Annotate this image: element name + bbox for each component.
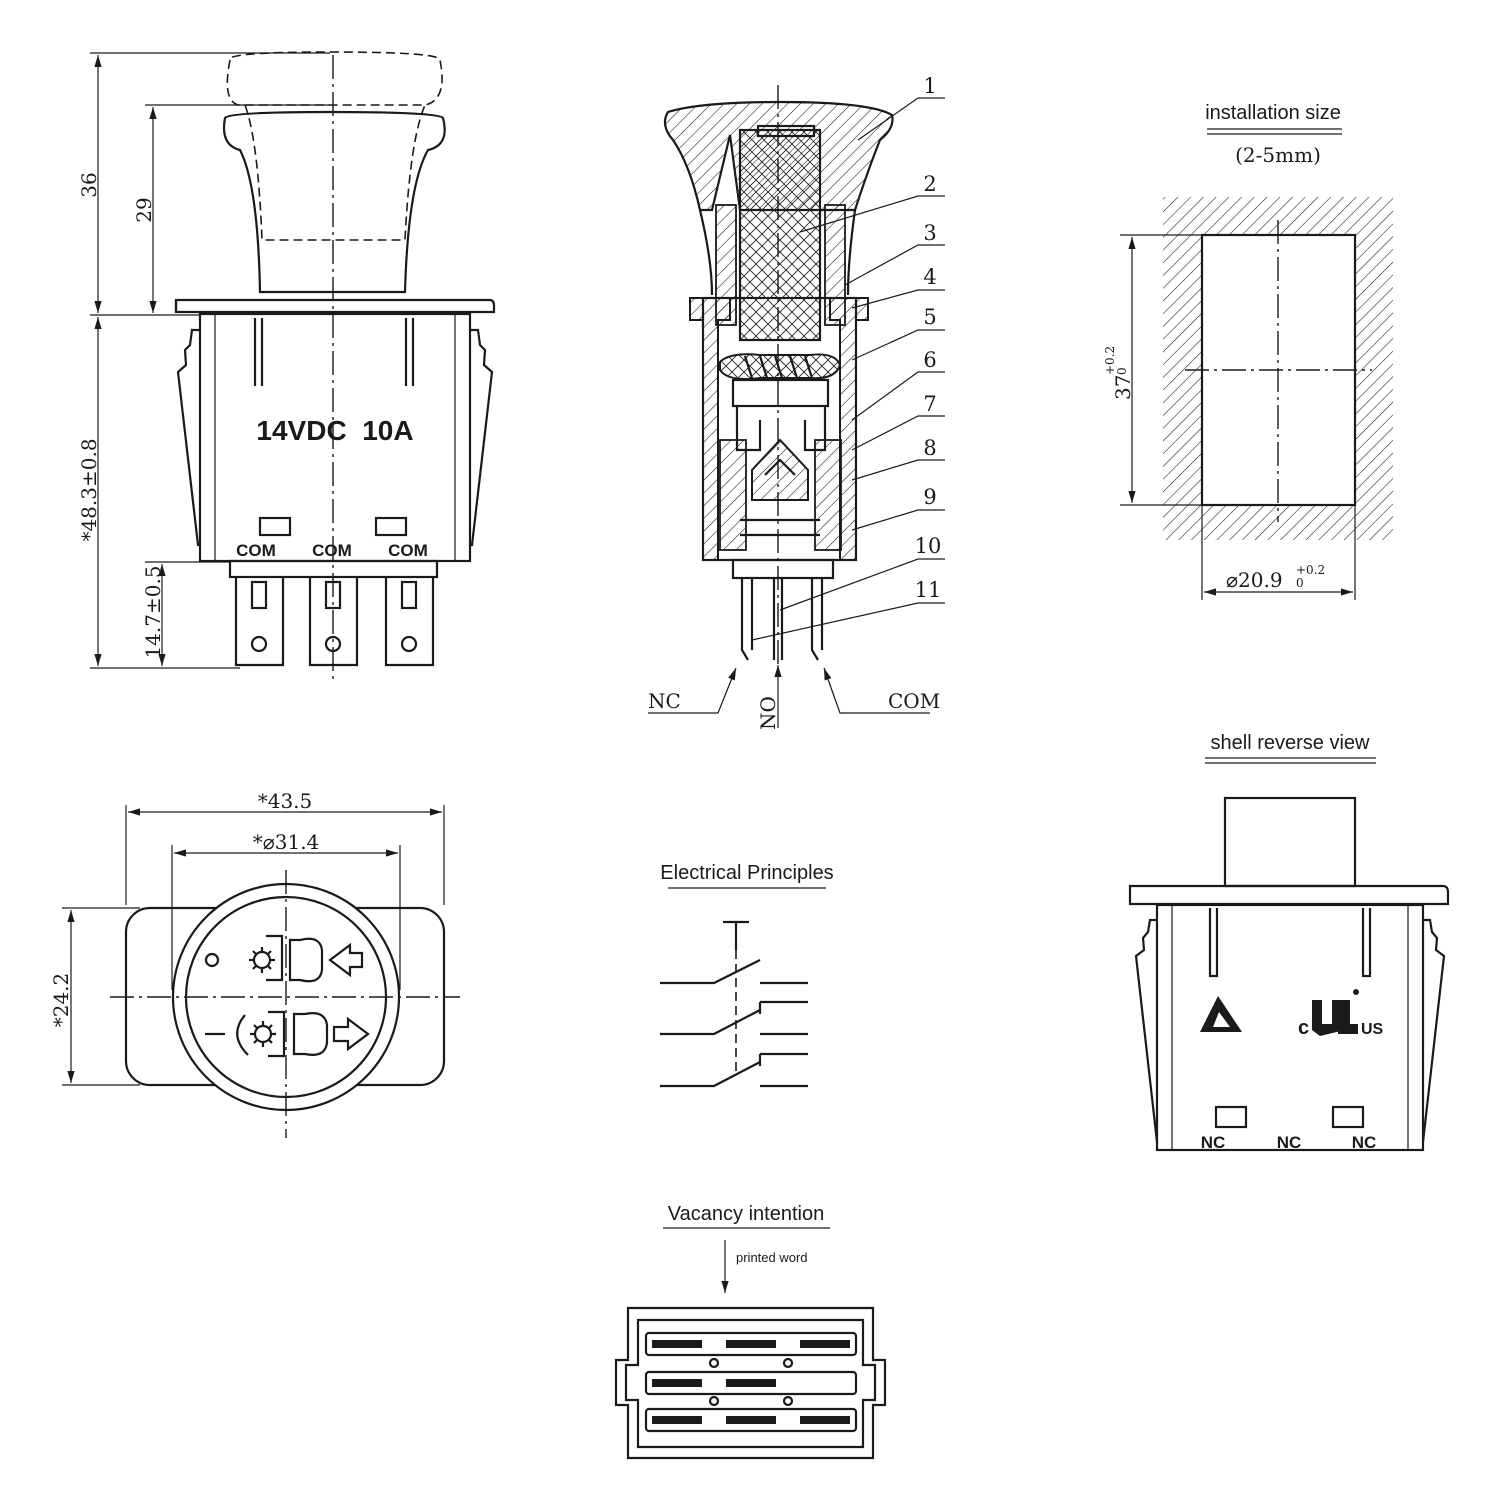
part-number-3: 3 [923, 221, 936, 245]
part-number-11: 11 [915, 578, 942, 602]
gear-icon [250, 1021, 276, 1047]
vacancy-intention: Vacancy intention printed word [614, 1203, 887, 1460]
electrical-title: Electrical Principles [660, 862, 833, 884]
terminal-slots [652, 1340, 850, 1424]
warning-triangle-logo [1200, 996, 1242, 1032]
shell-terminal-label-nc-1: NC [1201, 1133, 1226, 1152]
svg-text:US: US [1361, 1021, 1384, 1038]
shell-reverse-title: shell reverse view [1211, 732, 1371, 754]
dim-total-height: 36 [77, 172, 101, 197]
install-width-dim: ⌀20.9 [1226, 568, 1283, 592]
dim-height: *24.2 [49, 973, 73, 1028]
front-view: 36 29 *48.3±0.8 14.7±0.5 14VDC 10A COM C… [77, 51, 496, 680]
svg-text:c: c [1298, 1017, 1309, 1039]
dim-width: *43.5 [258, 789, 313, 813]
dim-terminal-height: 14.7±0.5 [141, 565, 165, 658]
install-height-tol-lower: 0 [1115, 367, 1129, 375]
rotate-icon [236, 1014, 249, 1056]
part-leaders [751, 97, 945, 641]
part-number-2: 2 [923, 172, 936, 196]
stem [738, 128, 822, 342]
section-view: 1 2 3 4 5 6 7 8 9 10 11 NC NO COM [648, 74, 945, 730]
pin-label-nc: NC [648, 689, 681, 713]
installation-title: installation size [1205, 102, 1341, 124]
arrow-left-icon [328, 942, 364, 978]
terminal-label-com-1: COM [236, 541, 276, 560]
ul-certification-logo: c US [1298, 989, 1384, 1039]
terminals [234, 577, 435, 667]
vacancy-note: printed word [736, 1250, 808, 1265]
top-view: *43.5 *⌀31.4 *24.2 [49, 789, 460, 1138]
part-number-4: 4 [923, 265, 936, 289]
shell-terminal-label-nc-3: NC [1352, 1133, 1377, 1152]
part-number-10: 10 [915, 534, 942, 558]
vacancy-title: Vacancy intention [668, 1203, 824, 1225]
part-number-5: 5 [923, 305, 936, 329]
terminal-label-com-2: COM [312, 541, 352, 560]
pin-label-no: NO [756, 696, 780, 730]
terminal-label-com-3: COM [388, 541, 428, 560]
dim-diameter: *⌀31.4 [253, 830, 320, 854]
arrow-right-icon [332, 1016, 370, 1052]
electrical-principles: Electrical Principles [660, 862, 834, 1088]
installation-thickness: (2-5mm) [1235, 143, 1321, 167]
rating-label: 14VDC 10A [256, 415, 413, 446]
part-number-7: 7 [923, 392, 936, 416]
shell-reverse-view: shell reverse view c US NC NC NC [1128, 732, 1450, 1152]
part-number-9: 9 [923, 485, 936, 509]
part-number-6: 6 [923, 348, 936, 372]
install-width-tol-upper: +0.2 [1296, 563, 1325, 577]
part-number-8: 8 [923, 436, 936, 460]
install-height-tol-upper: +0.2 [1103, 346, 1117, 375]
part-number-1: 1 [923, 74, 936, 98]
installation-size: installation size (2-5mm) 37 +0.2 0 ⌀20.… [1103, 102, 1393, 600]
pin-label-com: COM [888, 689, 940, 713]
shell-terminal-label-nc-2: NC [1277, 1133, 1302, 1152]
dim-button-height: 29 [132, 197, 156, 222]
install-width-tol-lower: 0 [1296, 576, 1304, 590]
install-height-dim: 37 [1111, 375, 1135, 400]
gear-icon [249, 947, 275, 973]
dim-body-height: *48.3±0.8 [77, 438, 101, 541]
